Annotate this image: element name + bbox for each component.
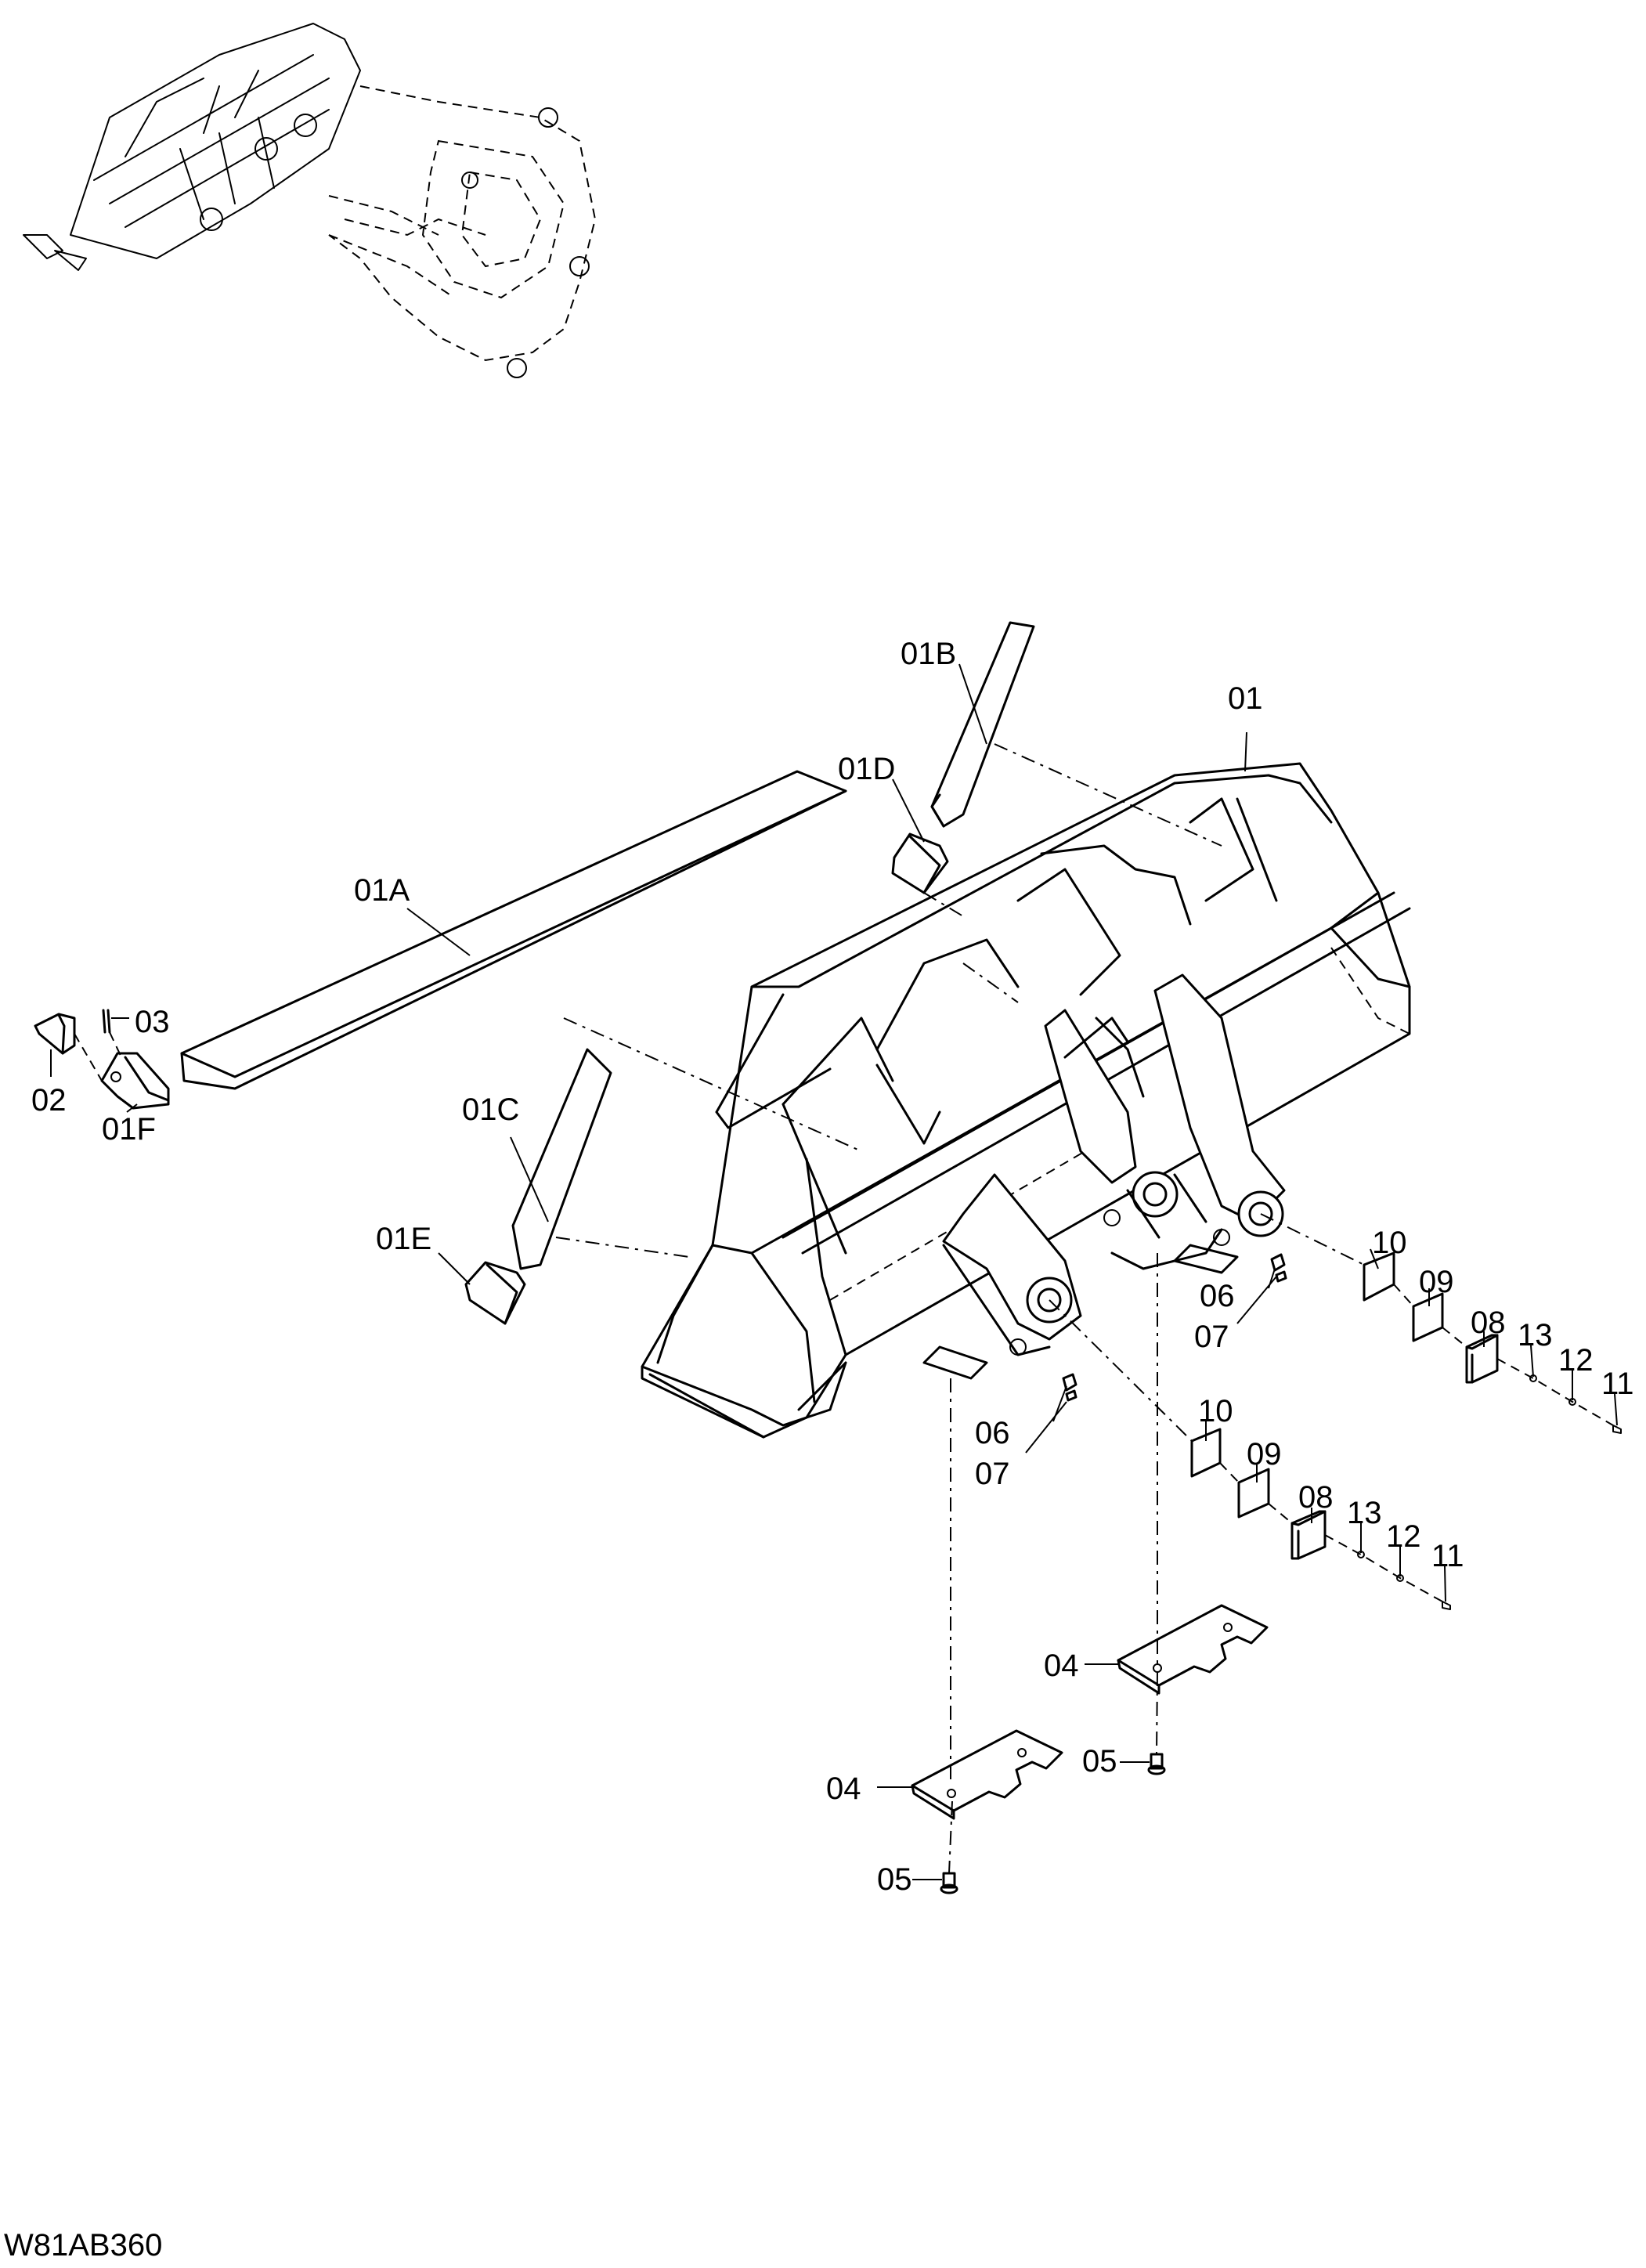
part-05-bolt-lower xyxy=(940,1872,958,1894)
assembly-lines xyxy=(74,743,1614,1874)
label-02: 02 xyxy=(31,1083,67,1118)
label-10-lower: 10 xyxy=(1198,1394,1233,1428)
part-05-bolt-upper xyxy=(1147,1753,1166,1775)
label-13-lower: 13 xyxy=(1347,1496,1382,1530)
part-01F-adapter xyxy=(100,1052,170,1110)
label-01E: 01E xyxy=(376,1222,431,1256)
label-06-upper: 06 xyxy=(1200,1279,1235,1313)
part-09-upper-plate xyxy=(1412,1292,1444,1342)
label-09-lower: 09 xyxy=(1247,1437,1282,1472)
shim-set-lower xyxy=(1190,1428,1451,1610)
part-04-stopper-upper xyxy=(1117,1604,1269,1695)
label-01A: 01A xyxy=(354,873,410,908)
shim-set-upper xyxy=(1363,1251,1622,1434)
label-01F: 01F xyxy=(102,1112,156,1147)
label-05-lower: 05 xyxy=(877,1862,912,1897)
part-01B-side-cutter xyxy=(930,621,1035,828)
bolt-06-07-upper xyxy=(1270,1253,1287,1283)
leader-lines xyxy=(50,663,1618,1880)
label-01D: 01D xyxy=(838,752,895,786)
label-12-upper: 12 xyxy=(1558,1343,1594,1378)
part-01E-end-bit xyxy=(464,1261,526,1325)
label-08-upper: 08 xyxy=(1471,1306,1506,1340)
label-12-lower: 12 xyxy=(1386,1519,1421,1554)
part-02-tooth xyxy=(34,1013,76,1055)
label-11-upper: 11 xyxy=(1601,1367,1634,1401)
label-06-lower: 06 xyxy=(975,1416,1010,1450)
label-08-lower: 08 xyxy=(1298,1480,1334,1515)
bolt-06-07-lower xyxy=(1062,1373,1077,1402)
overview-inset xyxy=(23,23,597,378)
label-03: 03 xyxy=(135,1005,170,1039)
label-05-upper: 05 xyxy=(1082,1744,1117,1779)
label-07-lower: 07 xyxy=(975,1457,1010,1491)
label-07-upper: 07 xyxy=(1194,1320,1229,1354)
label-04-lower: 04 xyxy=(826,1771,861,1806)
label-10-upper: 10 xyxy=(1372,1226,1407,1260)
label-09-upper: 09 xyxy=(1419,1265,1454,1299)
part-04-stopper-lower xyxy=(911,1729,1063,1820)
part-01D-end-bit xyxy=(891,832,949,894)
drawing-code: W81AB360 xyxy=(4,2228,162,2263)
label-01: 01 xyxy=(1228,681,1263,716)
part-labels: 01 01B 01D 01A 01C 01E 03 02 01F 06 07 0… xyxy=(4,637,1634,2263)
label-11-lower: 11 xyxy=(1431,1539,1464,1573)
label-01C: 01C xyxy=(462,1092,519,1127)
label-01B: 01B xyxy=(901,637,956,671)
part-09-lower-plate xyxy=(1237,1468,1270,1519)
part-10-upper-plate xyxy=(1363,1251,1395,1302)
part-03-pin xyxy=(102,1009,111,1034)
bucket-01 xyxy=(641,762,1411,1439)
label-04-upper: 04 xyxy=(1044,1649,1079,1683)
part-01A-cutting-edge xyxy=(180,770,847,1090)
label-13-upper: 13 xyxy=(1518,1318,1553,1352)
part-01C-side-cutter xyxy=(511,1048,612,1270)
